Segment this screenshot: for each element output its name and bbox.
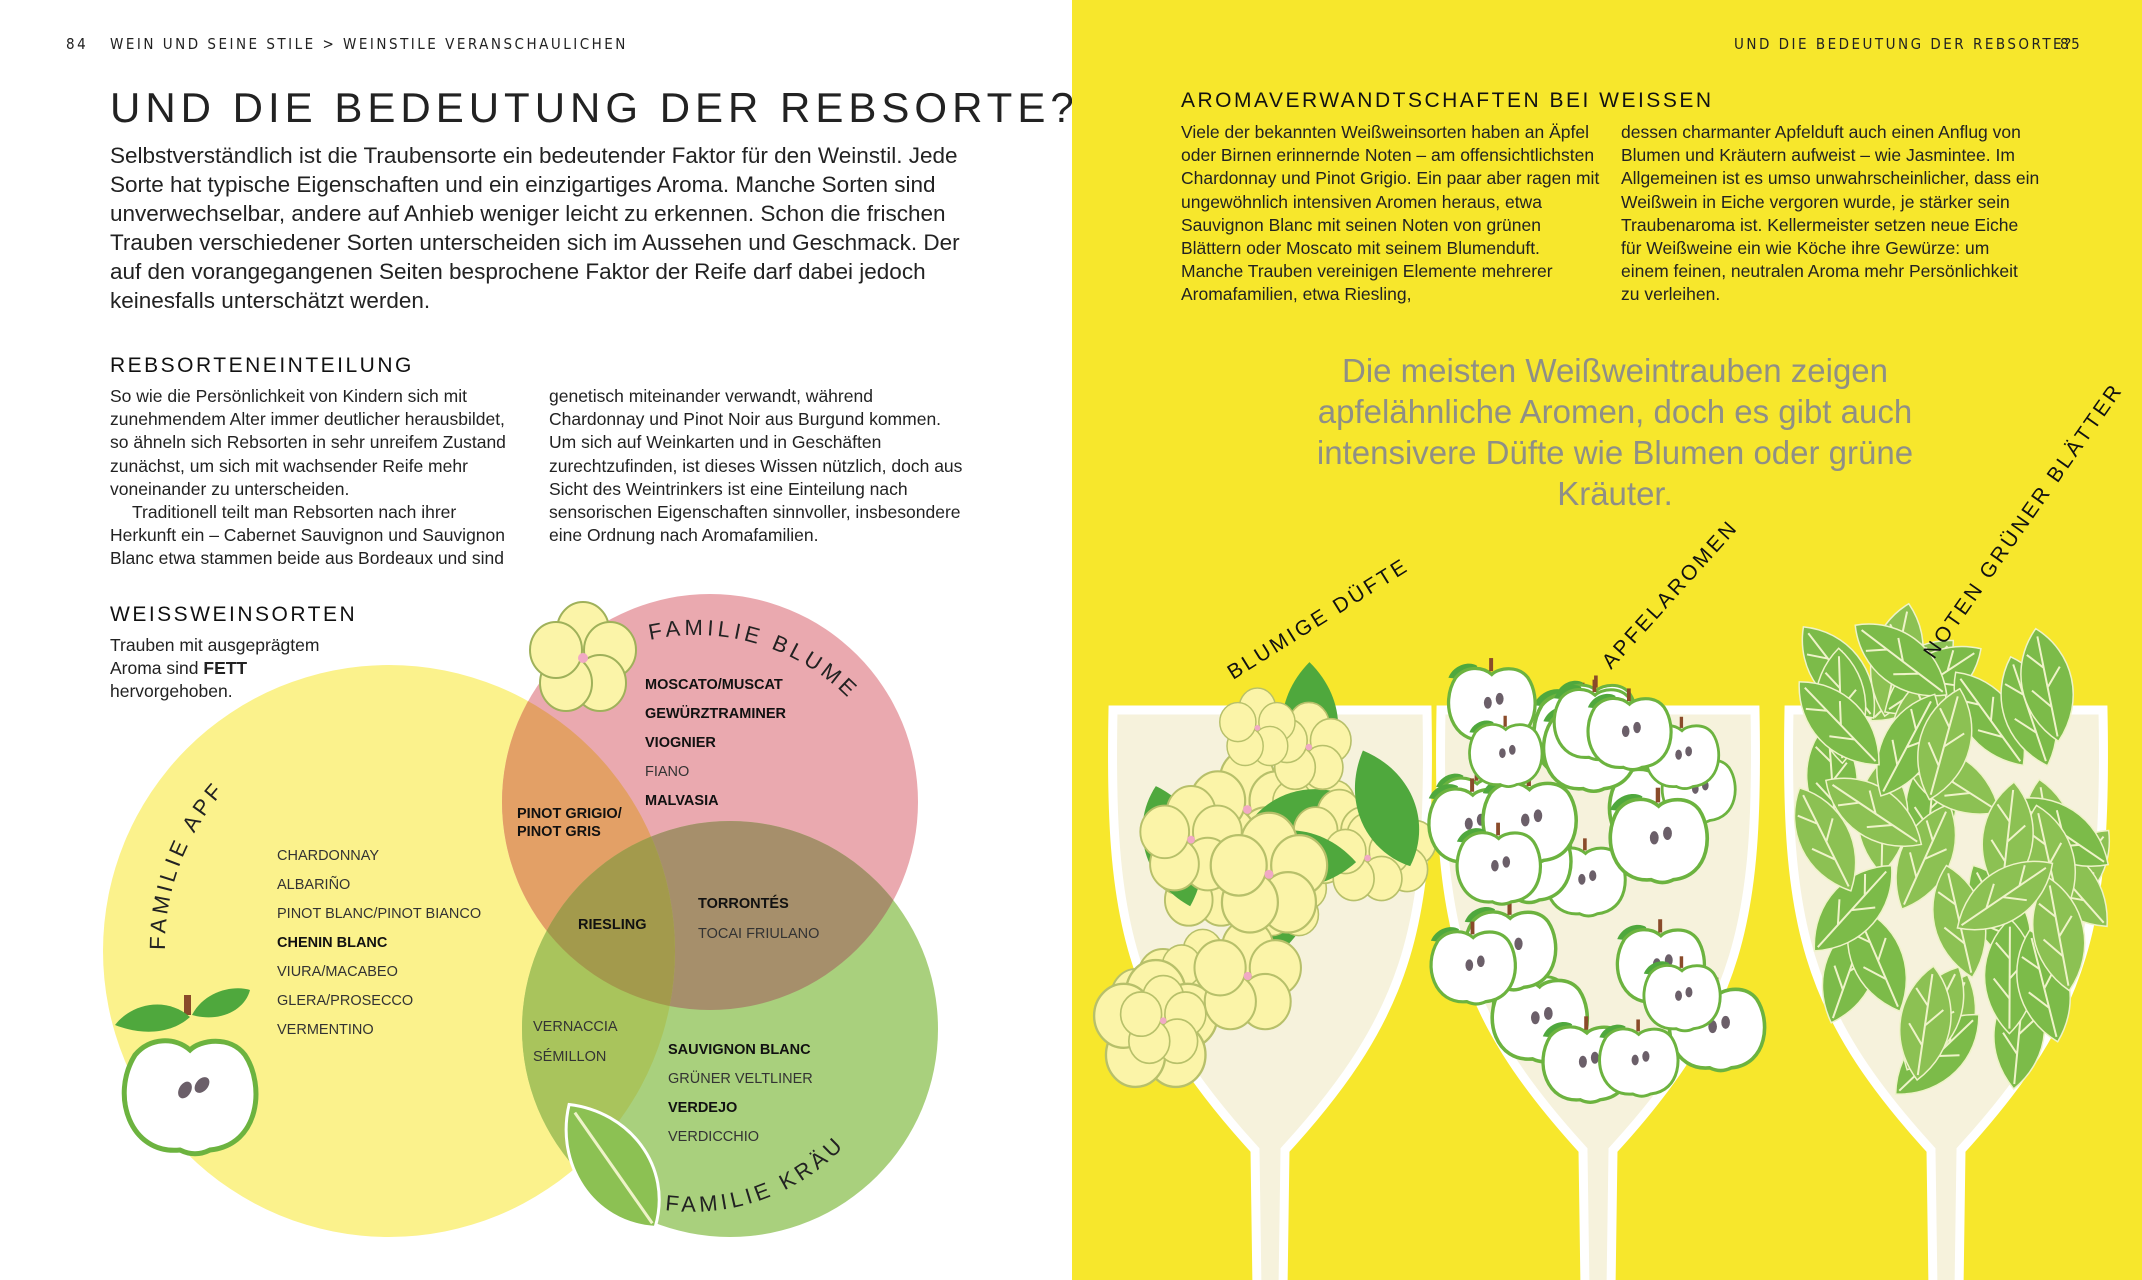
grape-variety: TOCAI FRIULANO (698, 926, 819, 942)
leaf-icon (1898, 965, 1952, 1082)
note-bold: FETT (203, 658, 248, 679)
grape-variety: SÉMILLON (533, 1048, 606, 1065)
venn-note: Trauben mit ausgeprägtem Aroma sind FETT… (110, 634, 350, 704)
leaf-icon (2032, 876, 2086, 992)
glass-label: APFELAROMEN (1598, 515, 1743, 673)
flower-icon (1209, 811, 1329, 934)
wine-glass-apples: APFELAROMEN (1427, 515, 1767, 1280)
flower-icon (1193, 918, 1302, 1031)
grape-variety: GEWÜRZTRAMINER (645, 705, 786, 722)
flower-icon (529, 601, 637, 712)
grape-variety: VERNACCIA (533, 1019, 618, 1035)
leaf-icon (1825, 777, 1923, 847)
grape-variety: VIOGNIER (645, 735, 716, 751)
grape-variety: PINOT GRIS (517, 824, 601, 840)
grape-variety: GLERA/PROSECCO (277, 993, 413, 1009)
page-number-left: 84 (66, 35, 89, 53)
leaf-icon (564, 1102, 661, 1229)
leaf-icon (1854, 623, 1948, 697)
grape-variety: TORRONTÉS (698, 895, 789, 912)
flower-icon (1119, 974, 1207, 1065)
paragraph: Traditionell teilt man Rebsorten nach ih… (110, 502, 505, 569)
apple-icon (1455, 822, 1542, 906)
wine-glass-leaves: NOTEN GRÜNER BLÄTTER (1784, 379, 2128, 1280)
breadcrumb: WEIN UND SEINE STILE > WEINSTILE VERANSC… (110, 35, 628, 53)
note-text: Trauben mit ausgeprägtem Aroma sind (110, 635, 320, 679)
aroma-column-1: Viele der bekannten Weißweinsorten haben… (1181, 122, 1600, 305)
paragraph: So wie die Persönlichkeit von Kindern si… (110, 386, 506, 499)
grape-variety: CHARDONNAY (277, 848, 379, 864)
overlap-all (522, 821, 675, 1010)
grape-variety: VIURA/MACABEO (277, 964, 398, 980)
apple-icon (1468, 715, 1544, 788)
grape-variety: GRÜNER VELTLINER (668, 1069, 813, 1087)
text-column-1: So wie die Persönlichkeit von Kindern si… (110, 385, 520, 571)
grape-variety: PINOT GRIGIO/ (517, 806, 622, 822)
grape-variety: VERDICCHIO (668, 1129, 759, 1145)
note-text: hervorgehoben. (110, 681, 233, 702)
grape-variety: MOSCATO/MUSCAT (645, 677, 783, 693)
wine-glass-flowers: BLUMIGE DÜFTE (1092, 554, 1437, 1280)
grape-variety: ALBARIÑO (277, 876, 350, 893)
glass-label: BLUMIGE DÜFTE (1223, 554, 1413, 684)
grape-variety: VERMENTINO (277, 1022, 374, 1038)
grape-variety: PINOT BLANC/PINOT BIANCO (277, 906, 481, 922)
section-heading: REBSORTENEINTEILUNG (110, 354, 414, 377)
leaf-icon (1798, 681, 1880, 766)
leaf-icon (1813, 864, 1893, 952)
leaf-icon (1917, 687, 1973, 801)
label-familie-apfel: FAMILIE APFEL (0, 0, 230, 950)
page-title: UND DIE BEDEUTUNG DER REBSORTE? (110, 84, 1079, 131)
leaf-icon (2020, 627, 2074, 743)
leaf-icon (1956, 860, 2054, 931)
page-number-right: 85 (2060, 35, 2083, 53)
apple-icon (1598, 1019, 1680, 1098)
apple-icon (1429, 921, 1517, 1006)
grape-variety: MALVASIA (645, 793, 719, 809)
leaf-icon (1793, 787, 1857, 892)
text-column-2: genetisch miteinander verwandt, während … (549, 386, 963, 546)
aroma-heading: AROMAVERWANDTSCHAFTEN BEI WEISSEN (1181, 89, 1714, 112)
running-head-right: UND DIE BEDEUTUNG DER REBSORTE? (1734, 35, 2074, 53)
venn-diagram: FAMILIE BLUMEN FAMILIE KRÄUTER FAMILIE A… (0, 0, 938, 1237)
pull-quote: Die meisten Weißweintrauben zeigen apfel… (1316, 352, 1914, 512)
glasses-illustration: BLUMIGE DÜFTE APFELAROMEN NOTEN GRÜNER BLÄ… (1092, 379, 2128, 1280)
intro-paragraph: Selbstverständlich ist die Traubensorte … (110, 143, 960, 313)
apple-icon (1608, 787, 1710, 885)
grape-variety: VERDEJO (668, 1100, 737, 1116)
glass-label: NOTEN GRÜNER BLÄTTER (1919, 379, 2128, 663)
grape-variety: CHENIN BLANC (277, 935, 388, 951)
aroma-column-2: dessen charmanter Apfelduft auch einen A… (1621, 122, 2040, 305)
leaf-icon (1354, 750, 1420, 867)
grape-variety: RIESLING (578, 917, 646, 933)
flower-icon (1324, 812, 1411, 902)
grape-variety: FIANO (645, 764, 689, 780)
apple-icon (1586, 688, 1673, 772)
apple-icon (1642, 956, 1722, 1033)
grape-variety: SAUVIGNON BLANC (668, 1042, 811, 1058)
flower-icon (1219, 687, 1296, 767)
venn-heading: WEISSWEINSORTEN (110, 603, 358, 626)
apple-icon (115, 988, 259, 1157)
